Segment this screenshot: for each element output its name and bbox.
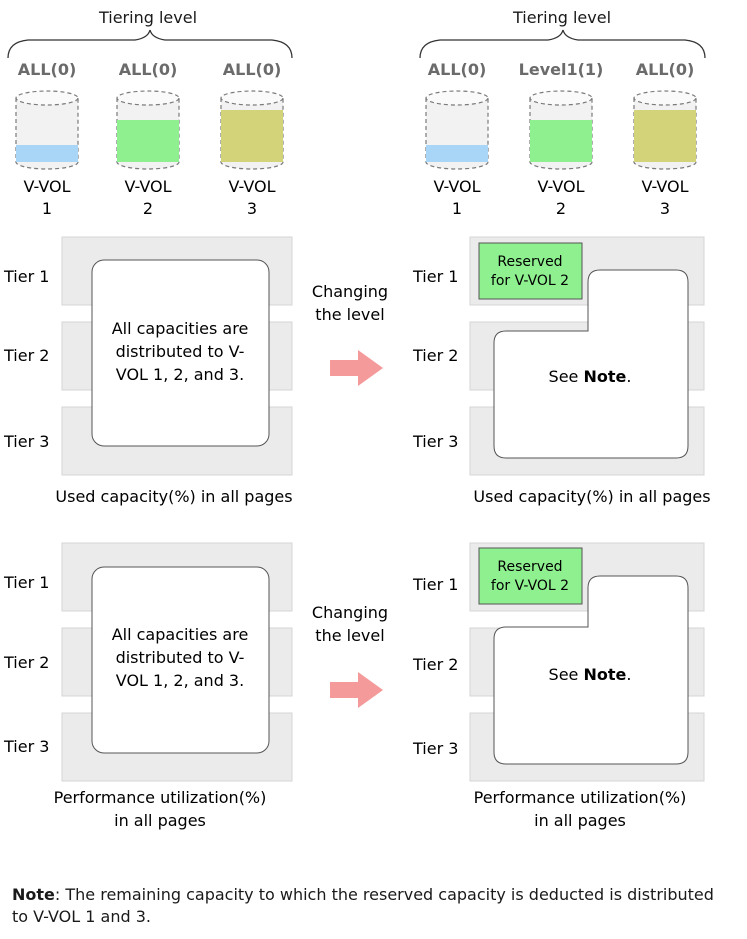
volume-name: V-VOL [124, 177, 171, 196]
capacity-box-text: All capacities are [112, 625, 249, 644]
arrow-right-icon [330, 672, 383, 708]
arrow-label: the level [315, 305, 384, 324]
tier-label: Tier 2 [3, 346, 49, 365]
capacity-box-text: distributed to V- [116, 648, 245, 667]
capacity-box [91, 259, 270, 447]
volume-level-label: ALL(0) [18, 60, 77, 79]
arrow-right-icon [330, 350, 383, 386]
remaining-capacity-box [493, 269, 689, 459]
tier-label: Tier 3 [412, 739, 458, 758]
volume-level-label: ALL(0) [636, 60, 695, 79]
reserved-label: Reserved [497, 559, 562, 575]
tier-label: Tier 3 [412, 432, 458, 451]
tier-label: Tier 2 [412, 346, 458, 365]
changing-level-arrow-2: Changing the level [312, 603, 388, 708]
tier-label: Tier 2 [3, 653, 49, 672]
arrow-label: the level [315, 626, 384, 645]
volume-name: V-VOL [23, 177, 70, 196]
tiering-level-label-after: Tiering level [512, 8, 611, 27]
volume-number: 1 [452, 199, 462, 218]
reserved-label: for V-VOL 2 [491, 578, 569, 594]
footnote: Note: The remaining capacity to which th… [12, 884, 732, 928]
reserved-label: for V-VOL 2 [491, 273, 569, 289]
note-text: : The remaining capacity to which the re… [12, 885, 714, 926]
cylinder-icon [425, 90, 489, 170]
caption-performance-left: Performance utilization(%) [54, 788, 267, 807]
note-label: Note [12, 885, 55, 904]
capacity-box-text: distributed to V- [116, 342, 245, 361]
capacity-box [91, 566, 270, 754]
volume-fill [16, 145, 78, 162]
used-capacity-before: Tier 1 Tier 2 Tier 3 All capacities are … [3, 236, 293, 506]
volume-number: 3 [247, 199, 257, 218]
volume-number: 1 [42, 199, 52, 218]
reserved-box [478, 547, 583, 605]
volume-group-after: ALL(0) V-VOL 1 Level1(1) V-VOL 2 ALL(0) … [425, 60, 697, 218]
tier-label: Tier 3 [3, 432, 49, 451]
brace-after [419, 29, 706, 59]
performance-before: Tier 1 Tier 2 Tier 3 All capacities are … [3, 542, 293, 830]
volume-fill [426, 145, 488, 162]
volume-level-label: ALL(0) [428, 60, 487, 79]
changing-level-arrow-1: Changing the level [312, 282, 388, 386]
used-capacity-after: Tier 1 Tier 2 Tier 3 Reserved for V-VOL … [412, 236, 711, 506]
see-note-text: See Note. [549, 665, 632, 684]
volume-level-label: ALL(0) [119, 60, 178, 79]
tier-label: Tier 1 [3, 267, 49, 286]
cylinder-icon [15, 90, 79, 170]
tier-label: Tier 1 [3, 573, 49, 592]
tiering-diagram: Tiering level ALL(0) V-VOL 1 ALL(0) V-VO… [3, 8, 711, 830]
cylinder-icon [633, 90, 697, 170]
volume-fill [117, 120, 179, 162]
tiering-level-label-before: Tiering level [98, 8, 197, 27]
volume-level-label: Level1(1) [519, 60, 604, 79]
remaining-capacity-box [493, 575, 689, 765]
see-note-text: See Note. [549, 367, 632, 386]
volume-fill [634, 110, 696, 162]
caption-performance-right: in all pages [534, 811, 626, 830]
reserved-label: Reserved [497, 254, 562, 270]
caption-used-capacity-left: Used capacity(%) in all pages [55, 487, 292, 506]
tier-label: Tier 3 [3, 737, 49, 756]
capacity-box-text: VOL 1, 2, and 3. [116, 365, 244, 384]
arrow-label: Changing [312, 603, 388, 622]
capacity-box-text: All capacities are [112, 319, 249, 338]
cylinder-icon [220, 90, 284, 170]
volume-number: 3 [660, 199, 670, 218]
cylinder-icon [116, 90, 180, 170]
volume-number: 2 [556, 199, 566, 218]
tier-label: Tier 2 [412, 655, 458, 674]
volume-name: V-VOL [228, 177, 275, 196]
volume-number: 2 [143, 199, 153, 218]
caption-used-capacity-right: Used capacity(%) in all pages [473, 487, 710, 506]
caption-performance-right: Performance utilization(%) [474, 788, 687, 807]
volume-fill [221, 110, 283, 162]
volume-level-label: ALL(0) [223, 60, 282, 79]
capacity-box-text: VOL 1, 2, and 3. [116, 671, 244, 690]
volume-name: V-VOL [537, 177, 584, 196]
brace-before [7, 29, 293, 59]
volume-fill [530, 120, 592, 162]
volume-name: V-VOL [641, 177, 688, 196]
volume-name: V-VOL [433, 177, 480, 196]
arrow-label: Changing [312, 282, 388, 301]
volume-group-before: ALL(0) V-VOL 1 ALL(0) V-VOL 2 ALL(0) V-V… [15, 60, 284, 218]
caption-performance-left: in all pages [114, 811, 206, 830]
cylinder-icon [529, 90, 593, 170]
tier-label: Tier 1 [412, 267, 458, 286]
reserved-box [478, 242, 583, 300]
performance-after: Tier 1 Tier 2 Tier 3 Reserved for V-VOL … [412, 542, 705, 830]
tier-label: Tier 1 [412, 575, 458, 594]
